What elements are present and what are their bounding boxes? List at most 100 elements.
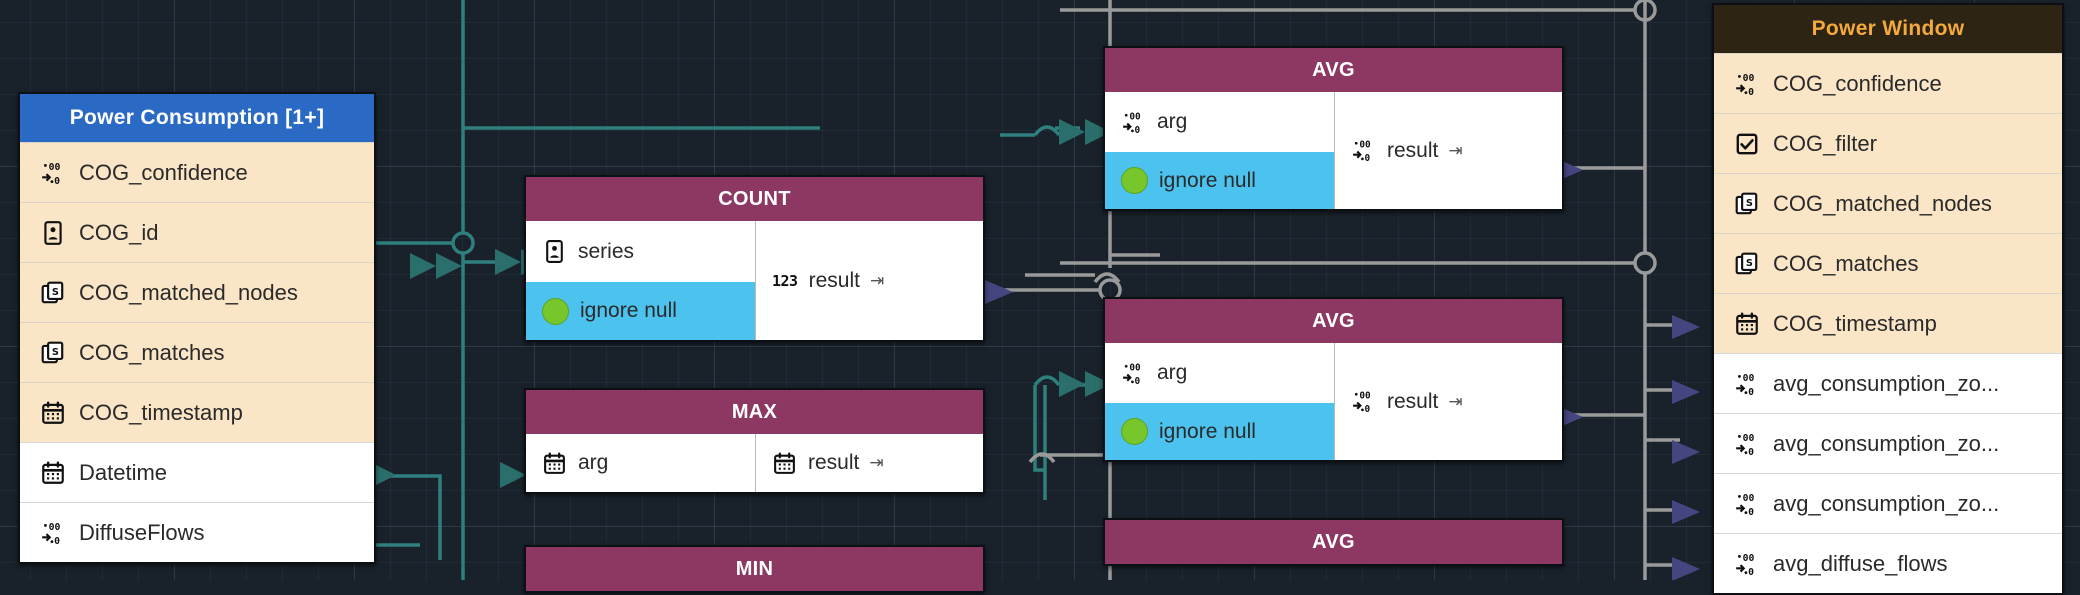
port-label: ignore null — [1159, 419, 1256, 443]
svg-text:00: 00 — [49, 161, 61, 172]
port-label: result — [1387, 138, 1439, 162]
port-label: result — [808, 451, 860, 474]
svg-text:S: S — [52, 347, 59, 358]
svg-text:0: 0 — [54, 535, 60, 545]
svg-text:00: 00 — [1743, 372, 1755, 383]
field-label: COG_confidence — [1773, 70, 1942, 96]
field-label: Datetime — [79, 459, 168, 485]
field-label: COG_filter — [1773, 130, 1877, 156]
input-port-ignore-null[interactable]: ignore null — [1105, 403, 1334, 460]
field-label: COG_id — [79, 219, 159, 245]
svg-text:0: 0 — [1135, 124, 1141, 134]
table-row[interactable]: COG_filter — [1714, 113, 2062, 173]
field-label: avg_diffuse_flows — [1773, 550, 1948, 576]
calendar-icon — [1734, 311, 1760, 337]
output-arrow-icon: ⇥ — [869, 453, 884, 472]
function-node-avg-3[interactable]: AVG — [1103, 518, 1564, 566]
input-port-series[interactable]: series — [526, 221, 755, 282]
calendar-icon — [40, 400, 66, 426]
input-port-ignore-null[interactable]: ignore null — [1105, 152, 1334, 209]
field-label: avg_consumption_zo... — [1773, 430, 2000, 456]
field-label: COG_matches — [1773, 250, 1919, 276]
port-label: result — [1387, 389, 1439, 413]
svg-text:0: 0 — [1365, 153, 1371, 163]
svg-text:0: 0 — [1748, 386, 1754, 396]
node-title-count: COUNT — [526, 177, 983, 221]
svg-text:00: 00 — [1129, 362, 1141, 373]
port-label: series — [578, 239, 635, 263]
output-port-result[interactable]: result ⇥ — [756, 434, 983, 492]
string-list-icon: S — [1734, 191, 1760, 217]
port-label: ignore null — [1159, 168, 1256, 192]
function-node-count[interactable]: COUNT series ignore null 123 result ⇥ — [524, 175, 985, 342]
output-arrow-icon: ⇥ — [1448, 391, 1463, 411]
green-dot-icon — [1121, 418, 1148, 445]
input-port-arg[interactable]: arg — [526, 434, 755, 492]
svg-text:00: 00 — [1359, 139, 1371, 150]
table-row[interactable]: S COG_matched_nodes — [1714, 173, 2062, 233]
calendar-icon — [772, 451, 797, 476]
calendar-icon — [40, 460, 66, 486]
table-row[interactable]: S COG_matches — [20, 322, 374, 382]
table-row[interactable]: S COG_matched_nodes — [20, 262, 374, 322]
function-node-max[interactable]: MAX arg result ⇥ — [524, 388, 985, 494]
port-label: arg — [1157, 361, 1188, 384]
field-label: COG_confidence — [79, 159, 248, 185]
string-list-icon: S — [40, 340, 66, 366]
node-title-min: MIN — [526, 547, 983, 591]
id-card-icon — [40, 220, 66, 246]
output-arrow-icon: ⇥ — [1448, 140, 1463, 160]
input-port-ignore-null[interactable]: ignore null — [526, 282, 755, 340]
output-port-result[interactable]: 123 result ⇥ — [756, 221, 983, 340]
svg-text:00: 00 — [1743, 552, 1755, 563]
svg-text:00: 00 — [1743, 432, 1755, 443]
port-label: result — [808, 268, 860, 292]
svg-text:S: S — [1746, 258, 1753, 269]
svg-text:0: 0 — [1748, 506, 1754, 516]
svg-text:S: S — [52, 287, 59, 298]
edge-layer — [330, 0, 1700, 580]
svg-text:0: 0 — [1135, 375, 1141, 385]
string-list-icon: S — [1734, 251, 1760, 277]
table-row[interactable]: COG_timestamp — [20, 382, 374, 442]
table-row[interactable]: COG_id — [20, 202, 374, 262]
table-row[interactable]: COG_timestamp — [1714, 293, 2062, 353]
svg-text:0: 0 — [54, 175, 60, 185]
string-list-icon: S — [40, 280, 66, 306]
table-row[interactable]: S COG_matches — [1714, 233, 2062, 293]
function-node-min[interactable]: MIN — [524, 545, 985, 593]
table-row[interactable]: Datetime — [20, 442, 374, 502]
green-dot-icon — [1121, 167, 1148, 194]
svg-text:00: 00 — [1359, 390, 1371, 401]
field-label: COG_timestamp — [79, 399, 243, 425]
id-card-icon — [542, 239, 567, 264]
field-label: avg_consumption_zo... — [1773, 370, 2000, 396]
node-title-avg: AVG — [1105, 48, 1562, 92]
field-label: COG_matched_nodes — [79, 279, 298, 305]
field-label: DiffuseFlows — [79, 519, 205, 545]
